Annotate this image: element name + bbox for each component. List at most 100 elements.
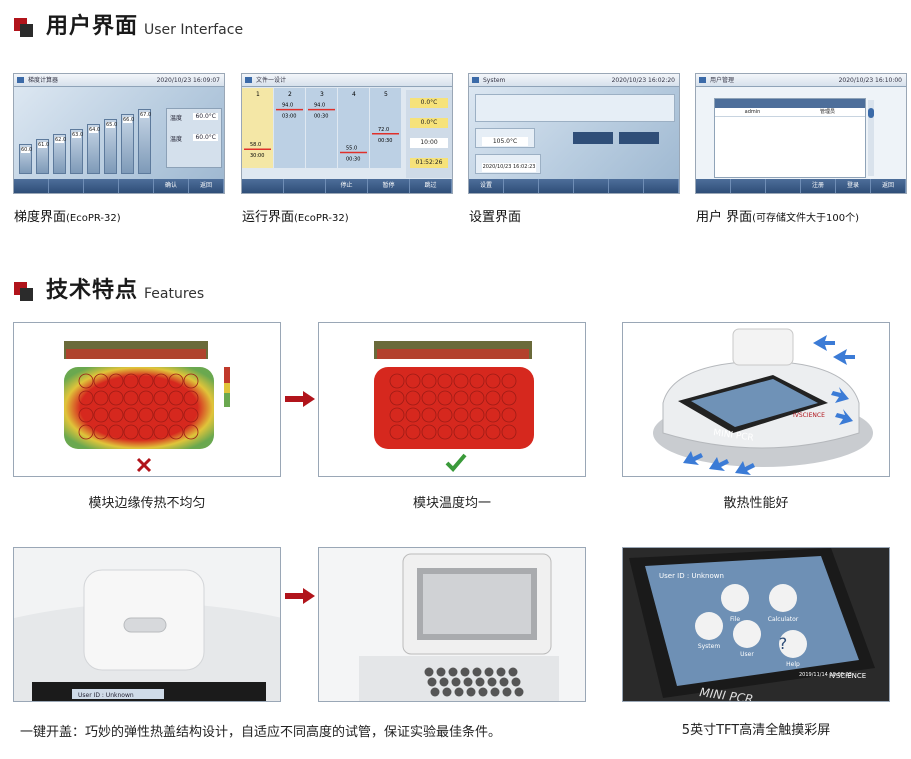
well [153, 373, 169, 389]
caption-users: 用户 界面(可存储文件大于100个) [696, 210, 860, 225]
svg-text:Help: Help [786, 661, 800, 668]
well [508, 667, 518, 677]
well [485, 424, 501, 440]
well [108, 424, 124, 440]
run-step-time: 03:00 [282, 114, 296, 120]
screen-title: 梯度计算器 [28, 77, 59, 84]
well [501, 407, 517, 423]
screen-toolbar: 注册 登录 返回 [696, 179, 906, 193]
caption-gradient: 梯度界面(EcoPR-32) [14, 210, 121, 225]
well [168, 407, 184, 423]
screen-toolbar: 确认 返回 [14, 179, 224, 193]
run-step-number: 3 [320, 91, 324, 98]
user-table: admin 管理员 [714, 98, 866, 178]
section-title-cn: 技术特点 [46, 278, 139, 303]
heat-setting: 105.0°C [475, 128, 535, 148]
date-setting: 2020/10/23 16:02:23 [475, 154, 541, 174]
check-icon [445, 453, 467, 472]
screen-toolbar: 停止 暂停 跳过 [242, 179, 452, 193]
well [405, 407, 421, 423]
well [123, 390, 139, 406]
feature-lid-closed: User ID : Unknown [13, 547, 281, 702]
well [93, 407, 109, 423]
run-step-time: 00:30 [346, 157, 360, 163]
svg-text:User: User [740, 651, 754, 658]
well [93, 424, 109, 440]
arrow-right-icon [285, 588, 315, 604]
run-step-temp: 58.0 [250, 142, 261, 148]
pause-button: 暂停 [368, 179, 410, 193]
gradient-bar-label: 67.0 [140, 112, 152, 118]
gradient-bar-label: 61.0 [38, 142, 50, 148]
well [168, 424, 184, 440]
well [78, 373, 94, 389]
well [421, 390, 437, 406]
section-header-features: 技术特点 Features [14, 272, 204, 304]
well [421, 424, 437, 440]
run-side-panel: 0.0°C 0.0°C 10:00 01:52:26 [406, 90, 452, 178]
user-name-cell: admin [744, 109, 761, 115]
tile-icons: ? [695, 584, 807, 658]
well [123, 424, 139, 440]
well [424, 667, 434, 677]
gradient-bar: 66.0 [121, 114, 134, 174]
airflow-arrows [683, 335, 855, 475]
well [389, 373, 405, 389]
well [138, 390, 154, 406]
settings-button: 设置 [469, 179, 504, 193]
gradient-bar: 63.0 [70, 129, 83, 174]
well [153, 424, 169, 440]
well [123, 373, 139, 389]
stop-button: 停止 [326, 179, 368, 193]
well [405, 424, 421, 440]
well [442, 687, 452, 697]
screen-title: 用户管理 [710, 77, 735, 84]
even-heatmap [374, 341, 534, 472]
run-step-time: 00:30 [314, 114, 328, 120]
well [436, 667, 446, 677]
user-id-label: User ID : Unknown [659, 572, 724, 580]
run-step-temp: 94.0 [314, 103, 325, 109]
run-step-time: 00:30 [378, 138, 392, 144]
run-step-column [370, 88, 401, 168]
well [499, 677, 509, 687]
section-title-cn: 用户界面 [46, 14, 139, 39]
well [389, 390, 405, 406]
register-button: 注册 [801, 179, 836, 193]
well [437, 390, 453, 406]
run-step-temp: 72.0 [378, 127, 389, 133]
arrow-right-icon [285, 391, 315, 407]
temp-panel: 温度 60.0°C 温度 60.0°C [166, 108, 222, 168]
svg-text:?: ? [779, 634, 788, 653]
well [405, 373, 421, 389]
well [484, 667, 494, 677]
well [475, 677, 485, 687]
closed-lid-illustration: User ID : Unknown [14, 548, 280, 701]
caption-running: 运行界面(EcoPR-32) [242, 210, 349, 225]
well [487, 677, 497, 687]
well [478, 687, 488, 697]
gradient-bar: 61.0 [36, 139, 49, 174]
well [183, 390, 199, 406]
feature-caption-even: 模块温度均一 [412, 496, 491, 511]
logo-label: IVSCIENCE [829, 672, 866, 680]
run-step-temp: 55.0 [346, 146, 357, 152]
section-marker-icon [14, 18, 36, 40]
well [108, 373, 124, 389]
section-title-en: User Interface [144, 22, 244, 38]
gradient-bar: 67.0 [138, 109, 151, 174]
screen-time: 2020/10/23 16:10:00 [838, 77, 902, 84]
well [108, 407, 124, 423]
well [469, 373, 485, 389]
gradient-bar: 65.0 [104, 119, 117, 174]
well [389, 424, 405, 440]
back-button: 返回 [189, 179, 224, 193]
screenshot-users: 用户管理 2020/10/23 16:10:00 admin 管理员 注册 登录 … [695, 73, 907, 194]
well [123, 407, 139, 423]
well [153, 390, 169, 406]
well [514, 687, 524, 697]
well [511, 677, 521, 687]
run-step-column [338, 88, 369, 168]
gradient-bar-label: 63.0 [72, 132, 84, 138]
